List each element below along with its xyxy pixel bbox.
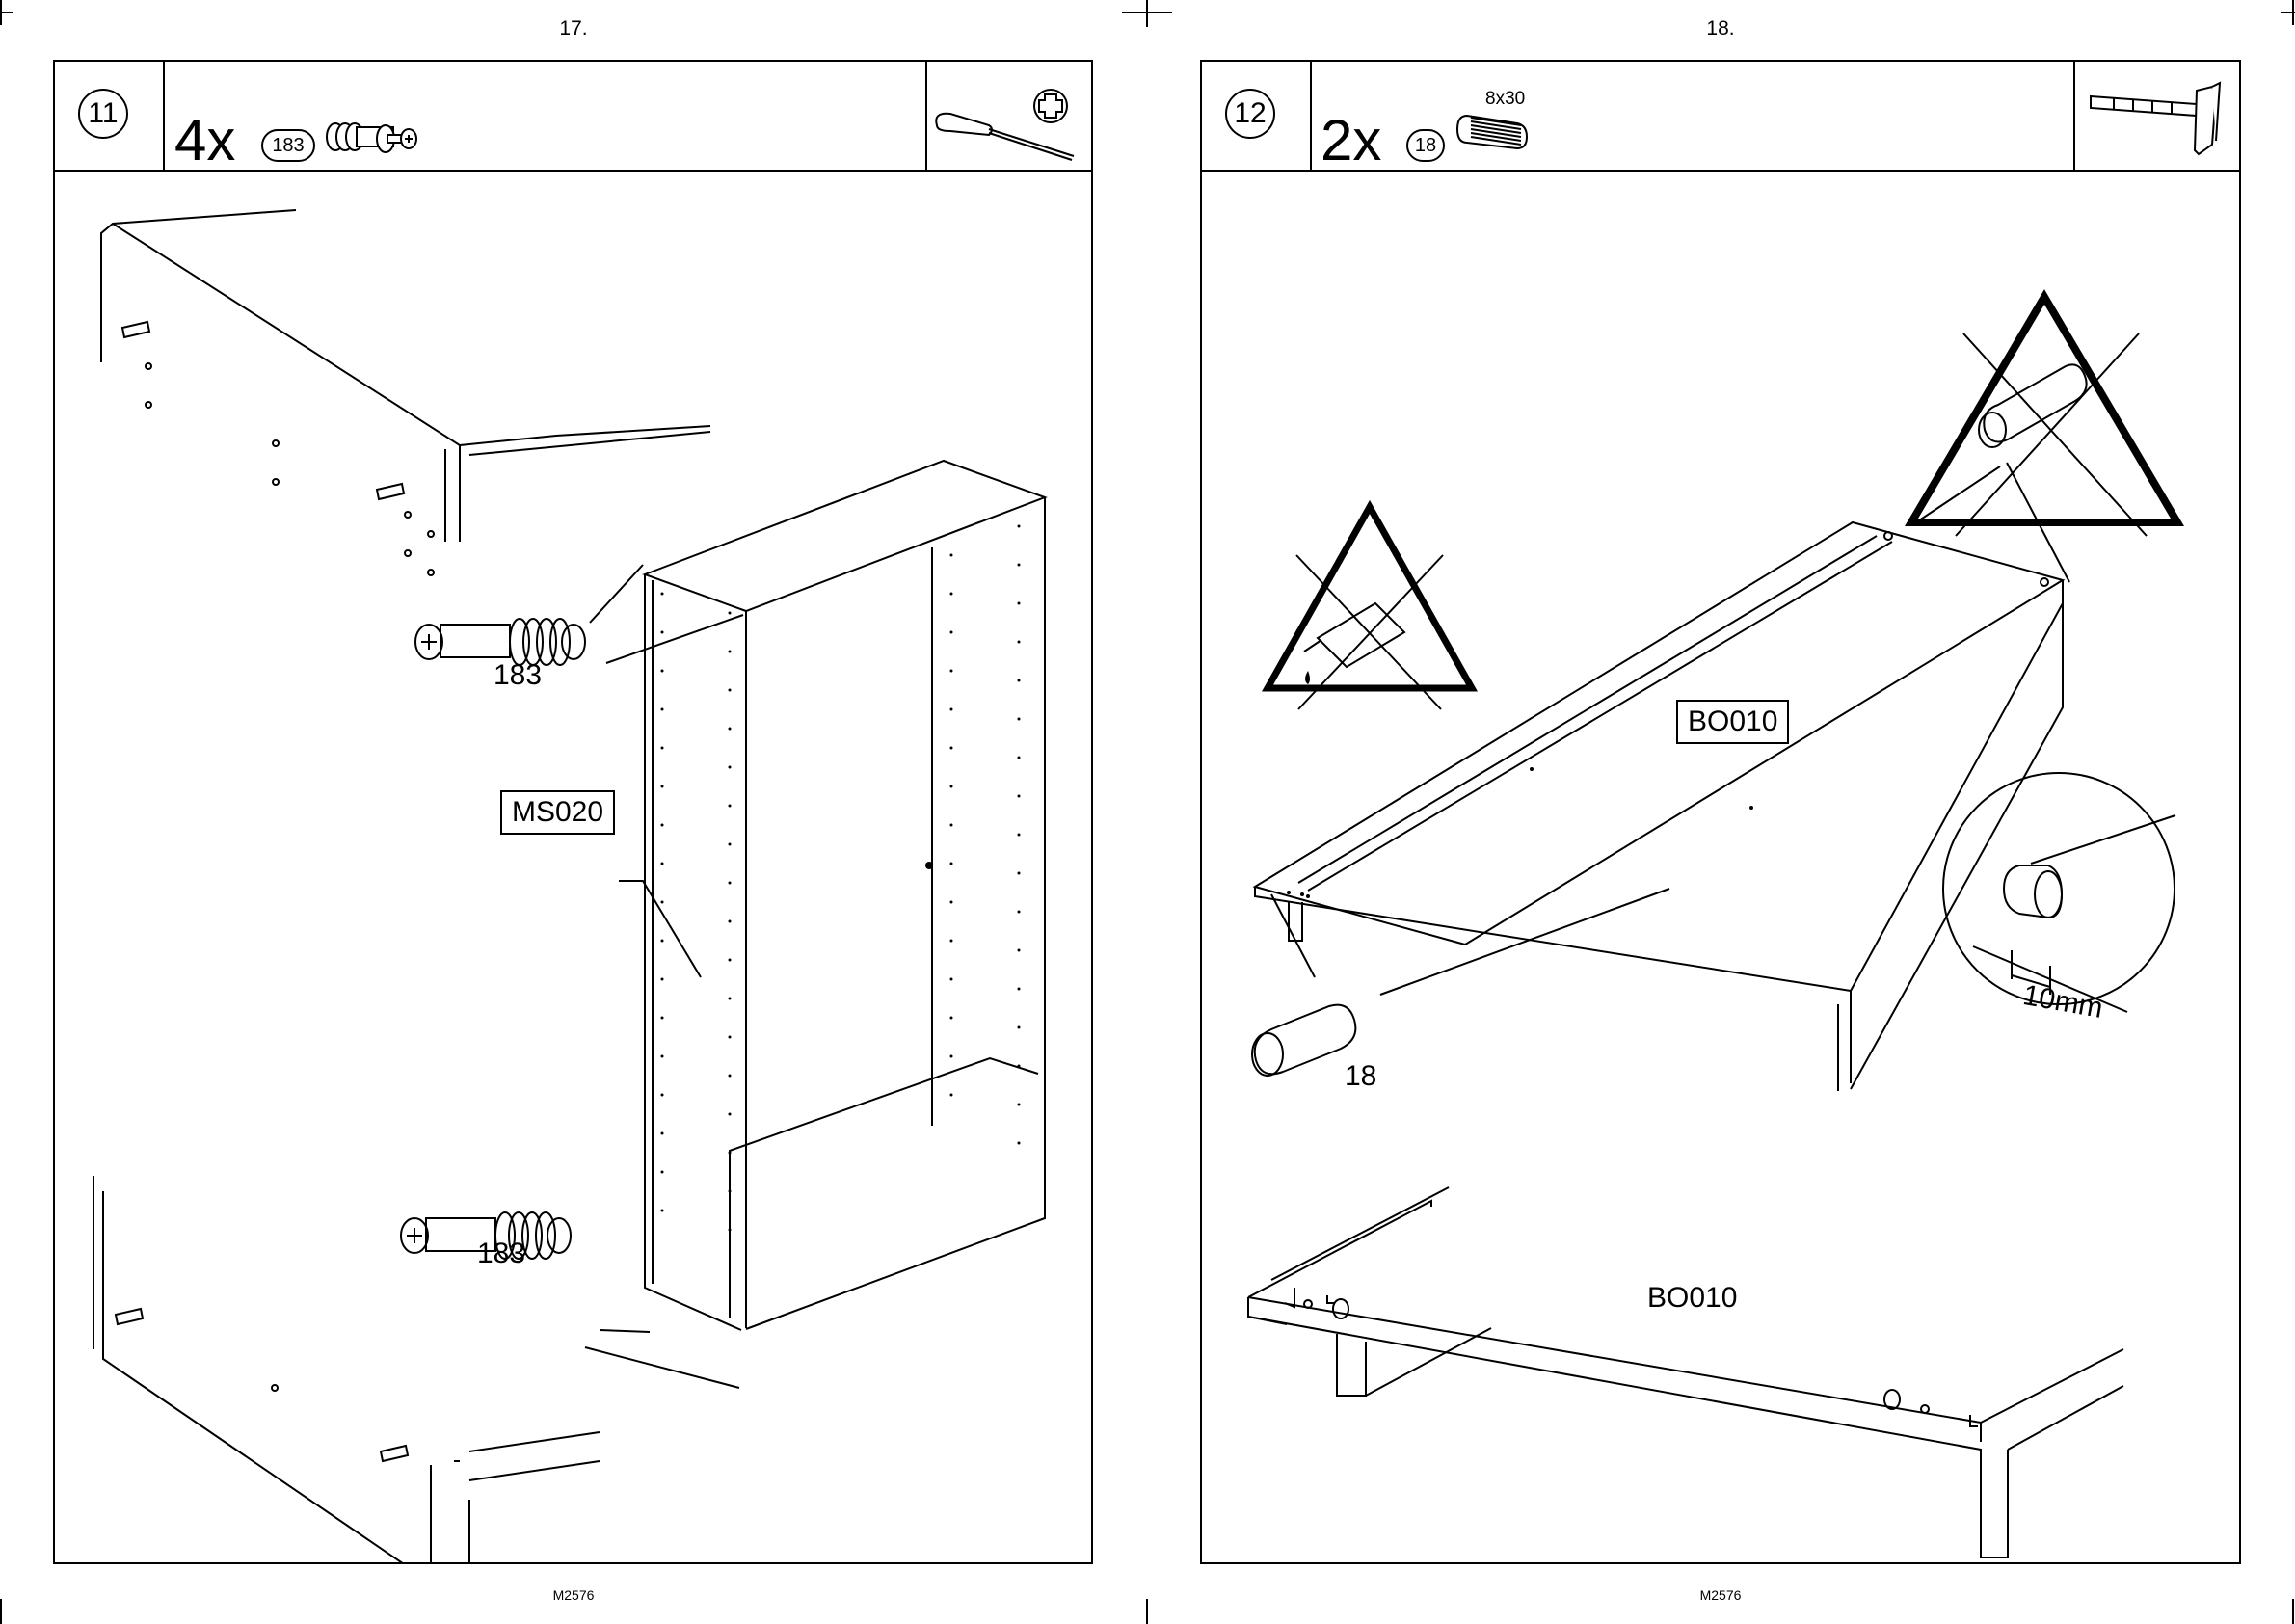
step-12-illustration [1202,170,2239,1562]
crop-mark [0,1599,2,1624]
step-panel-12: 12 2x 18 8x30 [1200,60,2241,1564]
part-quantity: 4x [174,112,235,170]
warning-triangle [1268,507,1472,688]
page-number: 18. [1692,17,1749,40]
crop-mark [0,12,13,13]
step-number: 11 [78,89,128,139]
hammer-icon [2075,62,2239,170]
step-panel-11: 11 4x 183 [53,60,1093,1564]
board-label-lower: BO010 [1647,1282,1737,1315]
step-number-cell: 11 [55,62,165,170]
crop-mark [2292,1599,2294,1624]
page-footer: M2576 [535,1587,612,1603]
cam-bolt-icon [320,62,455,170]
board-label-upper: BO010 [1676,700,1789,744]
step-header: 11 4x 183 [55,62,1091,172]
crop-mark [1122,12,1172,13]
part-label-upper: 183 [494,659,542,692]
step-number-cell: 12 [1202,62,1312,170]
tool-cell [2073,62,2239,170]
step-number: 12 [1225,89,1275,139]
page-number: 17. [545,17,602,40]
warning-triangle [1911,297,2177,522]
screwdriver-phillips-icon [927,62,1091,170]
part-label-lower: 183 [477,1238,525,1270]
tool-cell [925,62,1091,170]
part-quantity: 2x [1321,112,1381,170]
page-footer: M2576 [1682,1587,1759,1603]
crop-mark [1146,0,1148,27]
part-code-badge: 183 [261,129,315,162]
wooden-dowel-icon [1448,62,1554,170]
panel-label: MS020 [500,790,615,835]
dowel-label: 18 [1345,1060,1376,1093]
crop-mark [1146,1599,1148,1624]
step-11-illustration [55,170,1091,1562]
crop-mark [2292,0,2294,25]
part-code-badge: 18 [1406,129,1445,162]
step-header: 12 2x 18 8x30 [1202,62,2239,172]
